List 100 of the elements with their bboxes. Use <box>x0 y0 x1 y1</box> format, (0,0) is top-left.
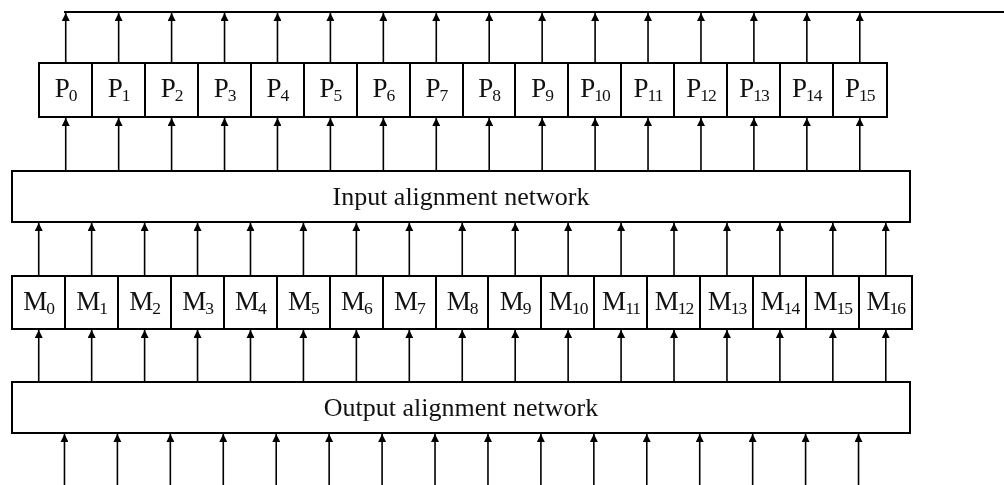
arrow <box>114 12 123 63</box>
box-label: M$_{0}$ <box>23 285 55 320</box>
arrow <box>696 12 705 63</box>
arrow <box>219 433 228 485</box>
module-box <box>11 275 67 330</box>
module-box <box>620 62 676 118</box>
arrow <box>591 12 600 63</box>
box-label: M$_{8}$ <box>446 285 478 320</box>
arrow <box>591 117 600 171</box>
arrow <box>140 222 149 276</box>
box-label: P$_{8}$ <box>478 73 501 107</box>
arrow <box>749 12 758 63</box>
arrow <box>246 329 255 382</box>
arrow <box>299 222 308 276</box>
module-box <box>328 275 385 330</box>
arrow <box>352 329 361 382</box>
arrow <box>748 433 757 485</box>
module-box <box>408 62 464 118</box>
arrow <box>34 222 43 276</box>
arrow <box>695 433 704 485</box>
arrow <box>644 12 653 63</box>
module-box <box>487 275 543 330</box>
box-label: M$_{16}$ <box>866 285 906 320</box>
arrow <box>273 12 282 63</box>
arrow <box>536 433 545 485</box>
arrow <box>855 12 864 63</box>
arrow <box>881 222 890 276</box>
arrow <box>538 117 547 171</box>
arrow <box>166 433 175 485</box>
box-label: M$_{12}$ <box>654 285 694 320</box>
module-box <box>169 275 226 330</box>
arrow <box>828 329 837 382</box>
module-box <box>63 275 120 330</box>
arrow <box>272 433 281 485</box>
box-label: P$_{2}$ <box>160 73 183 107</box>
arrow <box>220 12 229 63</box>
module-box <box>116 275 173 330</box>
arrow <box>458 329 467 382</box>
arrow <box>431 433 440 485</box>
module-box <box>567 62 623 118</box>
module-box <box>222 275 279 330</box>
arrow <box>193 329 202 382</box>
box-label: P$_{7}$ <box>425 73 448 107</box>
arrow <box>802 12 811 63</box>
arrow <box>60 433 69 485</box>
module-box <box>832 62 888 118</box>
box-label: M$_{3}$ <box>182 285 213 320</box>
arrow <box>61 117 70 171</box>
arrow <box>352 222 361 276</box>
module-box <box>752 275 808 330</box>
module-box <box>540 275 596 330</box>
arrow <box>722 222 731 276</box>
arrow <box>828 222 837 276</box>
box-label: M$_{14}$ <box>760 285 800 320</box>
module-box <box>302 62 359 118</box>
module-box <box>461 62 517 118</box>
box-label: P$_{12}$ <box>686 73 716 107</box>
arrow <box>458 222 467 276</box>
box-label: M$_{9}$ <box>499 285 531 320</box>
arrow <box>749 117 758 171</box>
box-label: P$_{11}$ <box>633 73 663 107</box>
arrow <box>378 433 387 485</box>
arrow <box>34 329 43 382</box>
arrow <box>432 117 441 171</box>
box-label: P$_{10}$ <box>580 73 610 107</box>
arrow <box>485 12 494 63</box>
module-box <box>143 62 200 118</box>
box-label: M$_{1}$ <box>76 285 108 320</box>
module-box <box>646 275 702 330</box>
module-box <box>514 62 570 118</box>
box-label: P$_{4}$ <box>266 73 289 107</box>
arrow <box>379 117 388 171</box>
module-box <box>779 62 835 118</box>
arrow <box>273 117 282 171</box>
arrow <box>61 12 70 63</box>
module-box <box>858 275 914 330</box>
box-label: P$_{0}$ <box>54 73 77 107</box>
arrow <box>220 117 229 171</box>
arrow <box>326 117 335 171</box>
arrow <box>113 433 122 485</box>
bus-line <box>64 11 1004 13</box>
box-label: P$_{14}$ <box>792 73 822 107</box>
arrow <box>564 222 573 276</box>
arrow <box>670 222 678 276</box>
arrow <box>775 329 784 382</box>
arrow <box>325 433 334 485</box>
box-label: Input alignment network <box>332 181 590 212</box>
box-label: Output alignment network <box>323 392 599 423</box>
arrow <box>617 222 626 276</box>
arrow <box>485 117 494 171</box>
box-label: M$_{11}$ <box>602 285 640 320</box>
arrow <box>775 222 784 276</box>
box-label: P$_{1}$ <box>107 73 130 107</box>
arrow <box>642 433 651 485</box>
module-box <box>355 62 412 118</box>
arrow <box>114 117 123 171</box>
box-label: M$_{5}$ <box>288 285 319 320</box>
module-box <box>593 275 649 330</box>
box-label: P$_{9}$ <box>531 73 554 107</box>
network-box <box>11 381 911 434</box>
